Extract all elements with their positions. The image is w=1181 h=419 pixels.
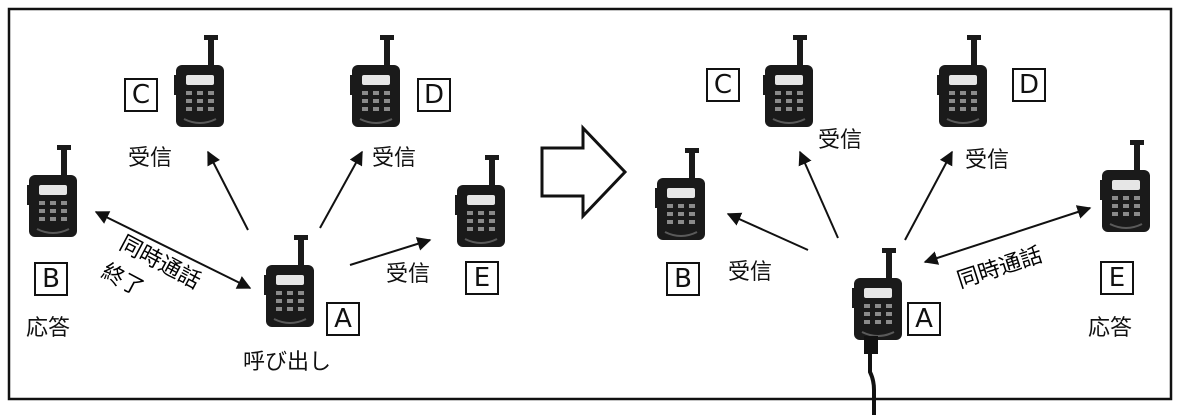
radio-label-a-right: A [907,302,941,336]
label-e-respond-right: 応答 [1088,316,1133,341]
headset-cable [868,340,876,415]
radio-label-a: A [326,302,360,336]
arrow-a-to-b-right [726,212,809,251]
label-e-receive: 受信 [386,262,431,287]
label-c-receive-right: 受信 [818,128,863,153]
radio-label-e-right: E [1100,261,1134,295]
label-c-receive: 受信 [128,146,173,171]
label-d-receive: 受信 [372,146,417,171]
arrow-a-e-bidirectional [923,205,1092,265]
arrow-a-b-bidirectional [94,211,252,289]
arrow-a-to-d [319,150,363,229]
label-b-receive-right: 受信 [728,260,773,285]
label-b-respond: 応答 [26,316,71,341]
radio-label-b-right: B [666,262,700,296]
radio-label-e: E [465,261,499,295]
label-a-call: 呼び出し [243,350,332,375]
radio-label-d-right: D [1012,68,1046,102]
arrow-a-to-c-right [798,150,839,239]
radio-label-d: D [417,78,451,112]
transition-arrow [540,124,628,220]
radio-label-c: C [124,78,158,112]
arrow-a-to-d-right [904,150,953,241]
radio-label-b: B [34,262,68,296]
label-d-receive-right: 受信 [965,148,1010,173]
arrow-a-to-e [349,237,432,266]
radio-label-c-right: C [706,68,740,102]
